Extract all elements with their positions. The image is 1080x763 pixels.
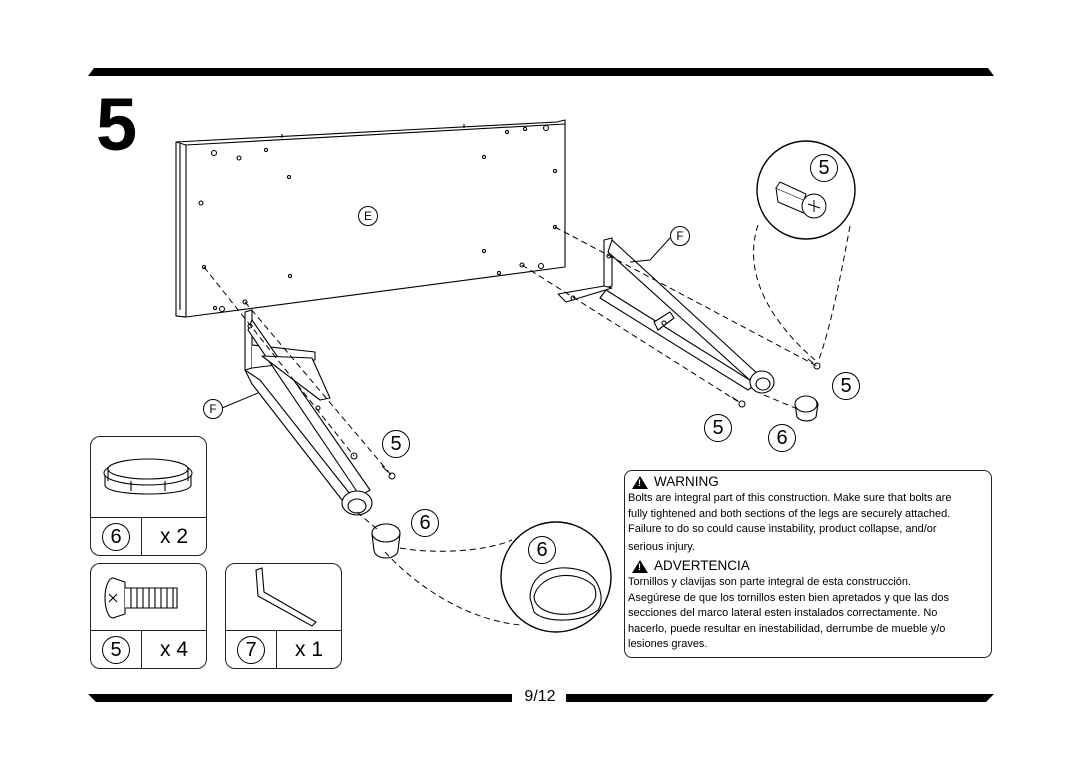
panel-e-label: E [358, 206, 378, 226]
part-row-allen-key: 7 x 1 [226, 630, 341, 668]
part-qty: x 2 [159, 524, 188, 548]
part-row-bolt: 5 x 4 [91, 630, 206, 668]
part-box-allen-key: 7 x 1 [225, 563, 342, 669]
warning-title: WARNING [654, 474, 719, 490]
part-row-cap: 6 x 2 [91, 517, 206, 555]
part-box-bolt: 5 x 4 [90, 563, 207, 669]
part-id: 6 [102, 522, 130, 551]
part-box-cap: 6 x 2 [90, 436, 207, 556]
footer-rule-left [88, 694, 512, 702]
allen-key-icon [255, 567, 317, 627]
advertencia-line: hacerlo, puede resultar en inestabilidad… [628, 622, 946, 635]
warning-heading: WARNING [628, 473, 988, 491]
part-qty: x 4 [159, 637, 188, 661]
part-id: 7 [237, 635, 265, 664]
cap-marker-right: 6 [768, 424, 796, 452]
leg-right-label: F [670, 226, 690, 246]
page-number: 9/12 [524, 688, 556, 705]
advertencia-line: secciones del marco lateral esten instal… [628, 607, 938, 619]
bolt-icon [104, 577, 178, 619]
warning-line: Failure to do so could cause instability… [628, 523, 937, 535]
step-number: 5 [96, 83, 137, 166]
bolt-marker-left: 5 [382, 430, 410, 458]
leader-lines [221, 237, 671, 409]
panel-holes [198, 124, 558, 313]
bolt-marker-right-upper: 5 [832, 372, 860, 400]
callout-cap-number: 6 [528, 536, 556, 564]
alignment-lines [203, 224, 851, 626]
warning-line: serious injury. [628, 540, 696, 553]
warning-line: Bolts are integral part of this construc… [628, 492, 952, 504]
leg-left-label: F [203, 399, 223, 419]
warning-icon [632, 559, 648, 573]
leg-left [244, 309, 373, 516]
warning-box: WARNING Bolts are integral part of this … [624, 470, 992, 658]
advertencia-line: Tornillos y clavijas son parte integral … [628, 576, 912, 588]
leg-cap-icon [103, 458, 193, 495]
part-id: 5 [102, 635, 130, 664]
advertencia-line: lesiones graves. [628, 638, 708, 650]
leg-cap-parts [371, 395, 819, 559]
advertencia-heading: ADVERTENCIA [628, 557, 988, 575]
warning-icon [632, 475, 648, 489]
cap-marker-left: 6 [411, 509, 439, 537]
header-rule [88, 68, 994, 76]
callout-bolt-detail [756, 140, 856, 240]
callout-cap-detail [500, 521, 612, 633]
advertencia-title: ADVERTENCIA [654, 558, 750, 574]
bolt-marker-right-lower: 5 [704, 414, 732, 442]
footer-rule-right [566, 694, 994, 702]
warning-line: fully tightened and both sections of the… [628, 507, 951, 520]
callout-bolt-number: 5 [810, 154, 838, 182]
advertencia-line: Asegúrese de que los tornillos esten bie… [628, 591, 950, 604]
part-qty: x 1 [294, 637, 323, 661]
leg-right [557, 237, 775, 394]
